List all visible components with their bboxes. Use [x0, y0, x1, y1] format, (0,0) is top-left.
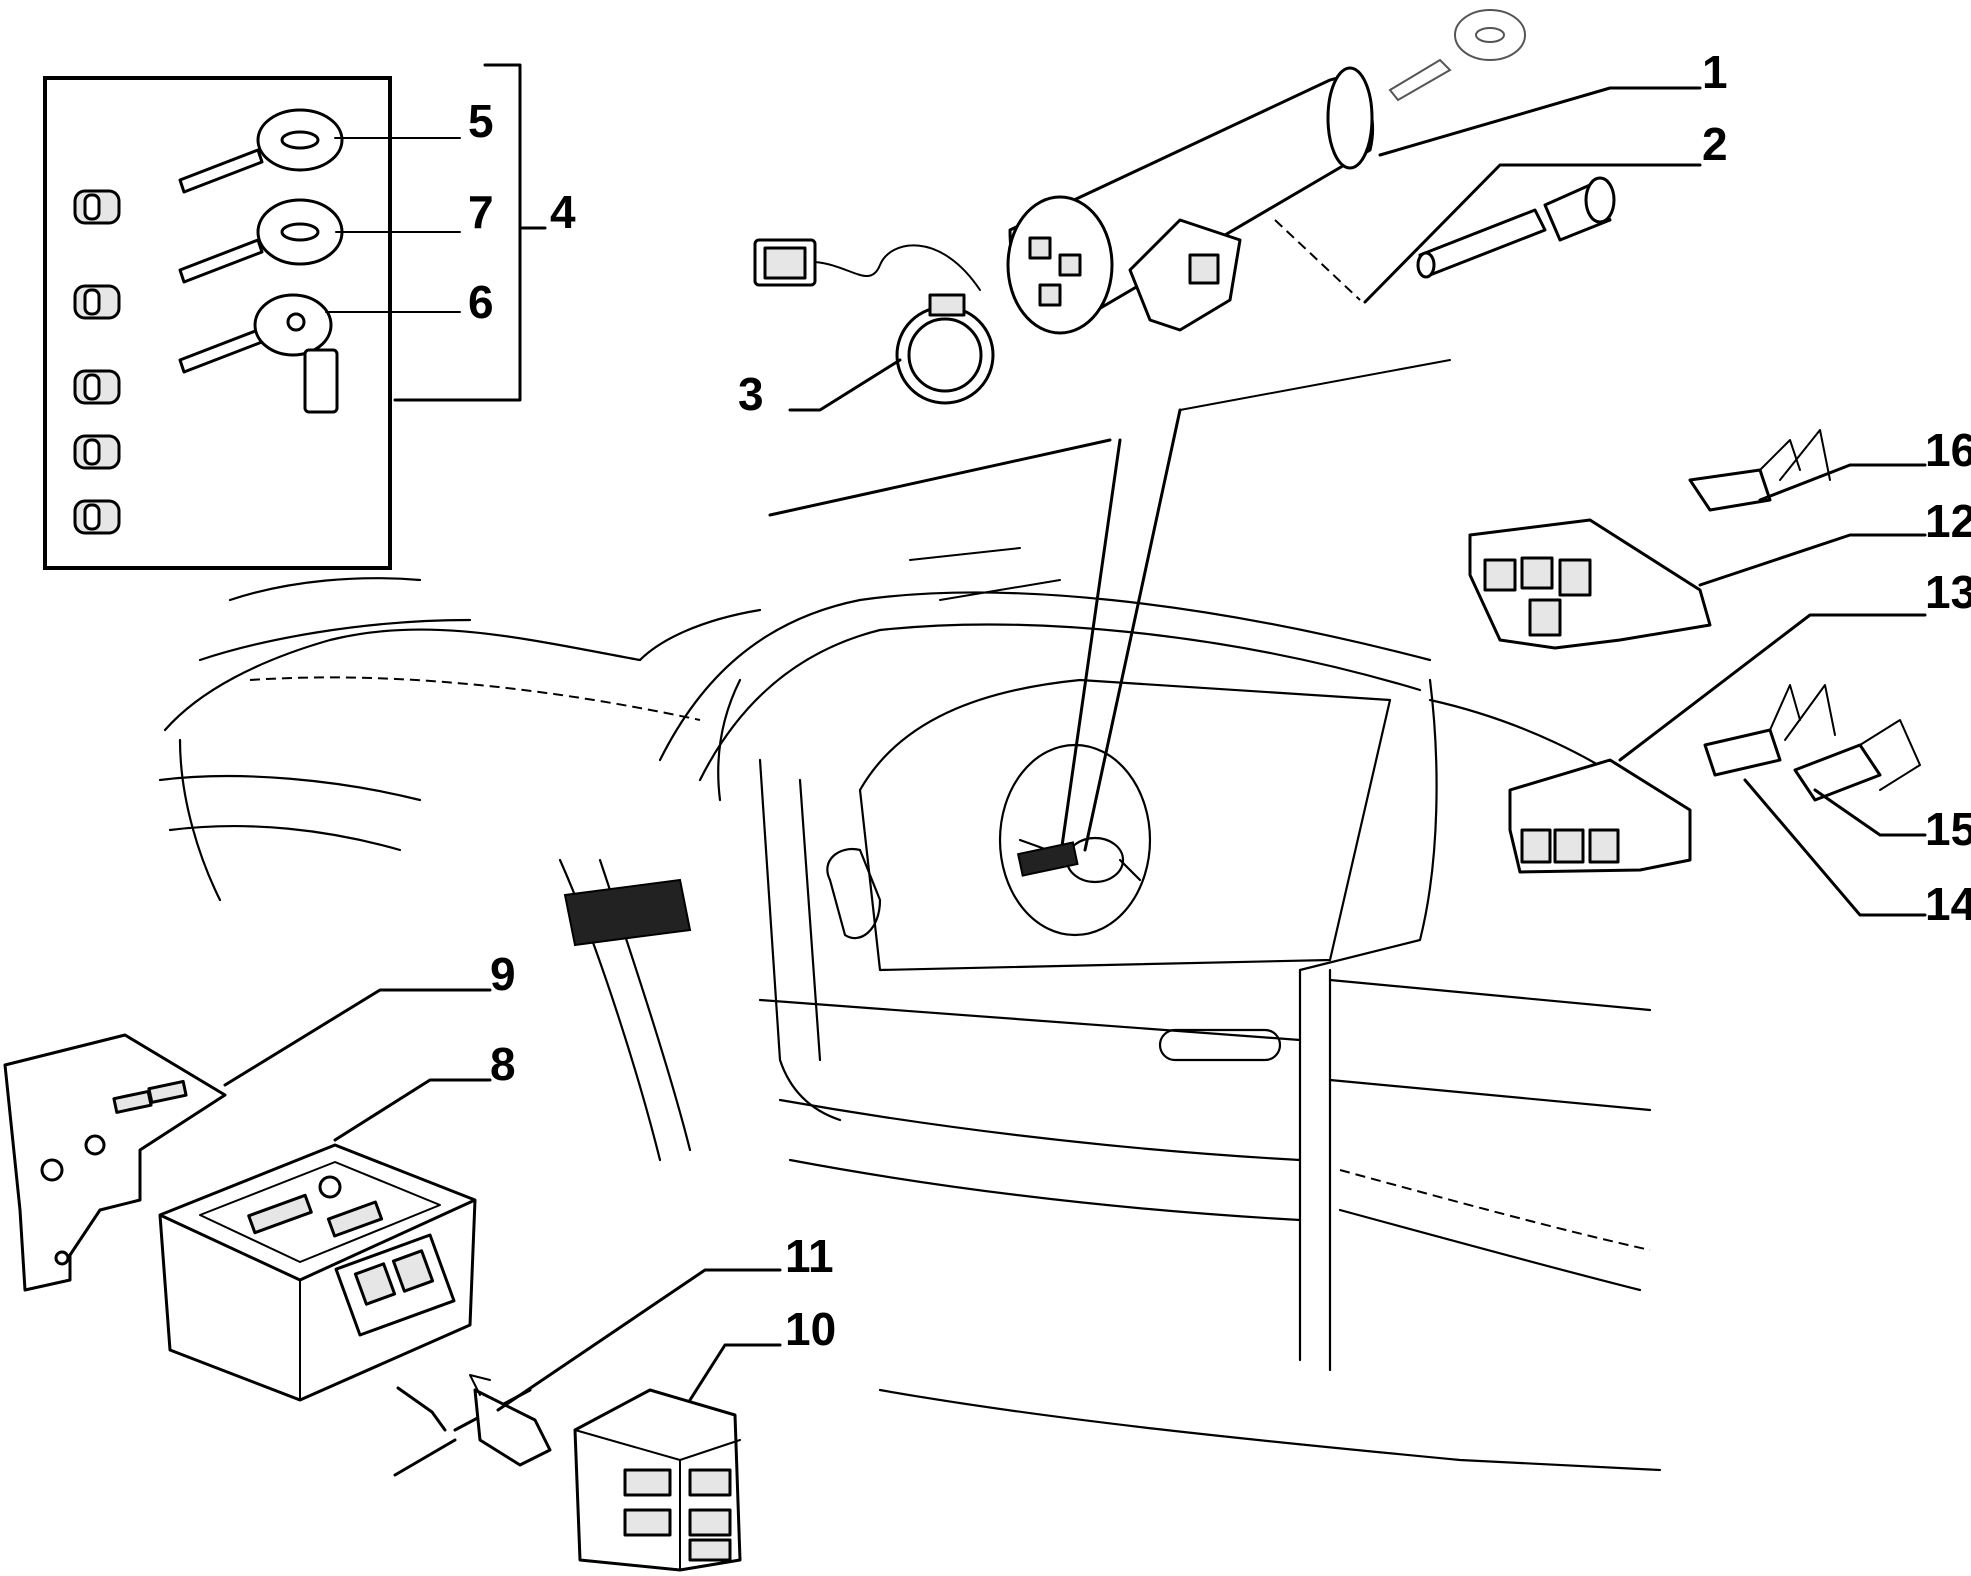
antenna-ring-icon [753, 238, 995, 405]
key-icon [178, 293, 339, 414]
callout-6: 6 [468, 276, 494, 328]
terminal-icon [1688, 429, 1831, 512]
terminal-icon [469, 1374, 552, 1467]
callout-13: 13 [1925, 566, 1971, 618]
callout-1: 1 [1702, 46, 1728, 98]
callout-16: 16 [1925, 424, 1971, 476]
connector-icon [573, 1388, 742, 1572]
callout-7: 7 [468, 186, 494, 238]
callout-3: 3 [738, 368, 764, 420]
callout-4: 4 [550, 186, 576, 238]
callout-9: 9 [490, 948, 516, 1000]
connector-icon [1508, 758, 1692, 874]
ignition-in-car-icon [1016, 841, 1079, 877]
connector-icon [1468, 518, 1712, 650]
lock-cylinder-icon [73, 189, 121, 535]
callout-2: 2 [1702, 118, 1728, 170]
ignition-switch-icon [1006, 9, 1526, 335]
key-icon [178, 198, 344, 284]
control-unit-icon [158, 1143, 477, 1402]
callout-10: 10 [785, 1303, 836, 1355]
bracket-icon [3, 1033, 227, 1292]
callout-15: 15 [1925, 803, 1971, 855]
screw-icon [1416, 176, 1616, 279]
module-in-car-icon [563, 878, 692, 947]
key-set-box: 5 7 6 4 [43, 63, 576, 570]
car-outline [158, 359, 1662, 1472]
callout-8: 8 [490, 1038, 516, 1090]
callout-5: 5 [468, 95, 494, 147]
callout-12: 12 [1925, 495, 1971, 547]
callout-11: 11 [785, 1230, 834, 1282]
key-icon [178, 108, 344, 194]
terminal-icon [1703, 684, 1836, 777]
terminal-icon [1793, 719, 1921, 802]
callout-14: 14 [1925, 878, 1971, 930]
